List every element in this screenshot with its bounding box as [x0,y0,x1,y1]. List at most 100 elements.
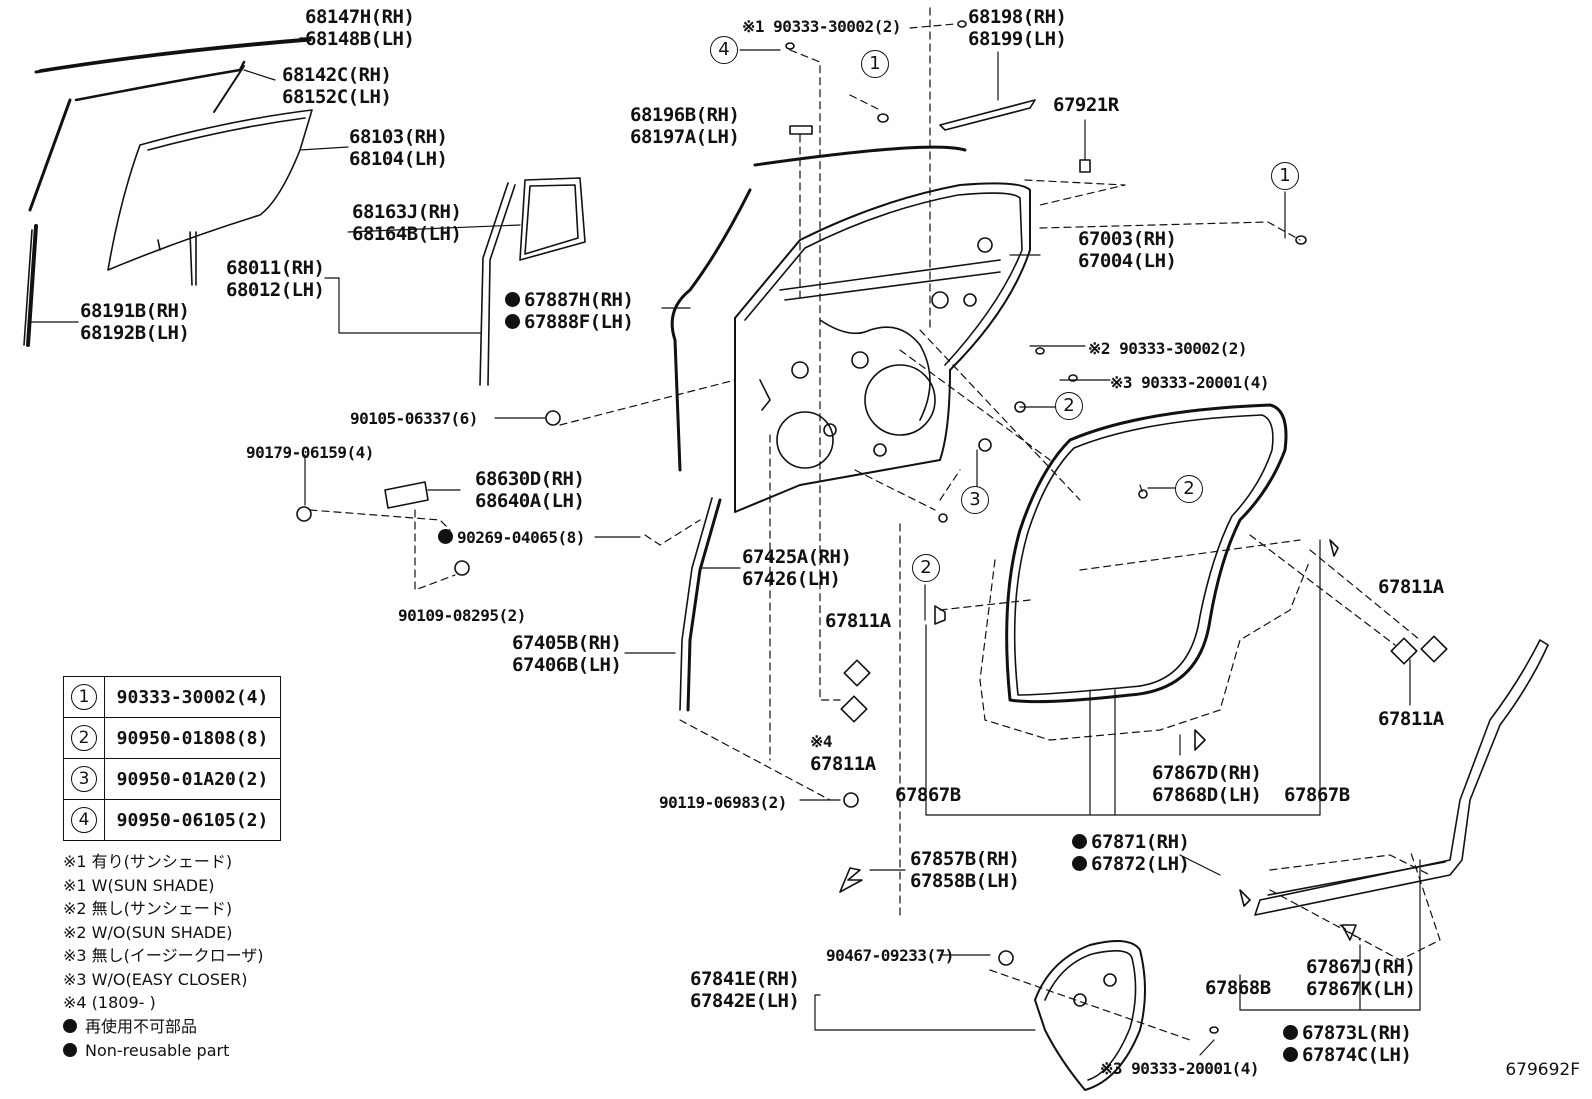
callout-2: 2 [1055,392,1083,420]
callout-2: 2 [1175,475,1203,503]
part-68147H: 68147H(RH) [305,6,415,28]
legend-number: 3 [71,766,97,792]
part-90105: 90105-06337(6) [350,409,478,428]
part-67873L: 67873L(RH) [1302,1022,1412,1044]
part-68148B: 68148B(LH) [305,28,415,50]
note-line: ※3 無し(イージークローザ) [63,946,264,965]
part-67811A: 67811A [825,610,891,632]
part-67867K: 67867K(LH) [1306,978,1416,1000]
legend-row: 1 90333-30002(4) [63,676,281,718]
part-90333-30002: ※1 90333-30002(2) [742,17,902,36]
callout-1: 1 [861,50,889,78]
note-text: Non-reusable part [85,1041,230,1060]
note-line: ※2 無し(サンシェード) [63,899,233,918]
label-67841: 67841E(RH) 67842E(LH) [690,968,800,1012]
note-text: 再使用不可部品 [85,1017,198,1036]
note-non-reusable-en: Non-reusable part [63,1041,229,1061]
legend-row: 4 90950-06105(2) [63,799,281,841]
part-68197A: 68197A(LH) [630,126,740,148]
legend-number: 1 [71,684,97,710]
dashed-guides [309,7,1441,1041]
part-67887H: 67887H(RH) [524,289,634,311]
part-90269: 90269-04065(8) [457,528,585,547]
part-68104: 68104(LH) [349,148,448,170]
note-non-reusable-jp: 再使用不可部品 [63,1017,197,1037]
non-reusable-bullet-icon [1283,1047,1298,1062]
part-67867B: 67867B [895,784,961,806]
part-68142C: 68142C(RH) [282,64,392,86]
legend-row: 3 90950-01A20(2) [63,758,281,800]
part-68640A: 68640A(LH) [475,490,585,512]
part-67868B: 67868B [1205,977,1271,999]
part-68164B: 68164B(LH) [352,223,462,245]
part-68012: 68012(LH) [226,279,325,301]
legend-row: 2 90950-01808(8) [63,717,281,759]
label-67867B-right: 67867B [1284,784,1350,806]
label-67868B: 67868B [1205,977,1271,999]
part-67841E: 67841E(RH) [690,968,800,990]
part-68163J: 68163J(RH) [352,201,462,223]
note-line: ※3 W/O(EASY CLOSER) [63,970,248,989]
note-line: ※1 有り(サンシェード) [63,852,233,871]
label-68142: 68142C(RH) 68152C(LH) [282,64,392,108]
part-67004: 67004(LH) [1078,250,1177,272]
non-reusable-bullet-icon [1283,1025,1298,1040]
legend-number: 4 [71,807,97,833]
label-68011: 68011(RH) 68012(LH) [226,257,325,301]
callout-1: 1 [1271,162,1299,190]
label-67811-r2: 67811A [1378,708,1444,730]
part-68199: 68199(LH) [968,28,1067,50]
part-67921R: 67921R [1053,94,1119,116]
part-90179: 90179-06159(4) [246,443,374,462]
label-68147: 68147H(RH) 68148B(LH) [305,6,415,50]
part-67858B: 67858B(LH) [910,870,1020,892]
legend-part: 90950-06105(2) [104,799,281,841]
part-90467: 90467-09233(7) [826,946,954,965]
callout-3: 3 [961,486,989,514]
label-90269: 90269-04065(8) [438,527,585,549]
label-90109: 90109-08295(2) [398,605,526,627]
part-67867D: 67867D(RH) [1152,762,1262,784]
part-68196B: 68196B(RH) [630,104,740,126]
part-67874C: 67874C(LH) [1302,1044,1412,1066]
non-reusable-bullet-icon [505,314,520,329]
label-67425: 67425A(RH) 67426(LH) [742,546,852,590]
outer-weatherstrip [670,145,967,472]
part-67405B: 67405B(RH) [512,632,622,654]
part-67426: 67426(LH) [742,568,841,590]
part-90333-20001: ※3 90333-20001(4) [1110,373,1270,392]
non-reusable-bullet-icon [63,1019,77,1033]
label-90105: 90105-06337(6) [350,408,478,430]
label-67811-mid: 67811A [825,610,891,632]
part-67867J: 67867J(RH) [1306,956,1416,978]
note-line: ※1 W(SUN SHADE) [63,876,215,895]
label-67867D: 67867D(RH) 67868D(LH) [1152,762,1262,806]
label-67003: 67003(RH) 67004(LH) [1078,228,1177,272]
label-67867B-left: 67867B [895,784,961,806]
part-90109: 90109-08295(2) [398,606,526,625]
label-67867J: 67867J(RH) 67867K(LH) [1306,956,1416,1000]
label-90179: 90179-06159(4) [246,442,374,464]
label-67811-r1: 67811A [1378,576,1444,598]
part-68152C: 68152C(LH) [282,86,392,108]
non-reusable-bullet-icon [1072,834,1087,849]
part-68198: 68198(RH) [968,6,1067,28]
part-67406B: 67406B(LH) [512,654,622,676]
part-67888F: 67888F(LH) [524,311,634,333]
figure-id: 679692F [1505,1060,1580,1080]
small-parts [296,20,1448,1034]
window-mouldings [23,37,313,347]
part-68630D: 68630D(RH) [475,468,585,490]
non-reusable-bullet-icon [438,529,453,544]
part-68011: 68011(RH) [226,257,325,279]
label-68630: 68630D(RH) 68640A(LH) [475,468,585,512]
callout-2: 2 [912,554,940,582]
label-67811-s4: ※4 67811A [810,731,876,775]
label-90333-bottom: ※3 90333-20001(4) [1100,1058,1260,1080]
label-90333-2: ※2 90333-30002(2) [1088,338,1248,360]
label-67857: 67857B(RH) 67858B(LH) [910,848,1020,892]
label-90467: 90467-09233(7) [826,945,954,967]
note-line: ※2 W/O(SUN SHADE) [63,923,233,942]
note-line: ※4 (1809- ) [63,993,156,1012]
